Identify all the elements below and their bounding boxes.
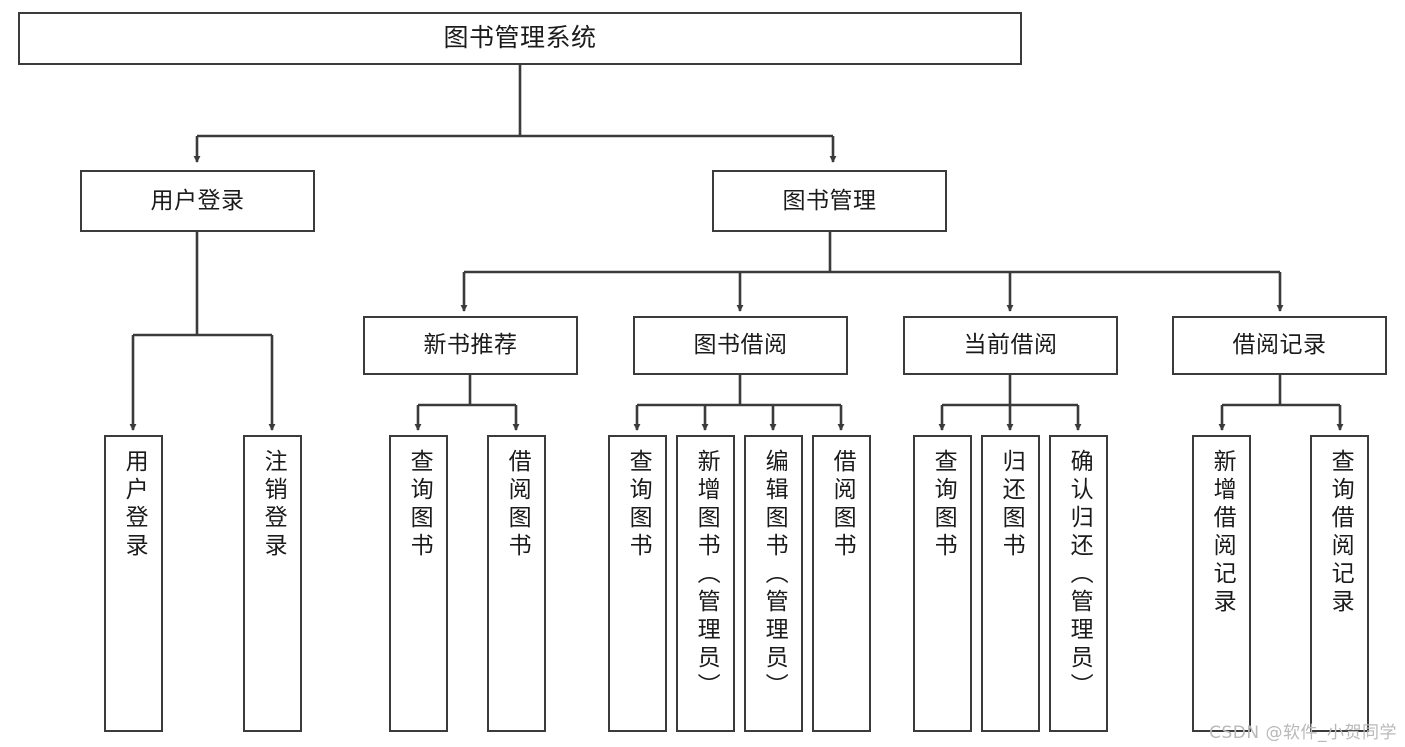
- node-label: 注销登录: [260, 449, 287, 561]
- node-book-borrow[interactable]: 图书借阅: [633, 316, 848, 375]
- leaf-query-book-current[interactable]: 查询图书: [913, 435, 972, 732]
- leaf-borrow-book-recommend[interactable]: 借阅图书: [487, 435, 546, 732]
- leaf-edit-book-admin[interactable]: 编辑图书（管理员）: [744, 435, 803, 732]
- leaf-add-borrow-record[interactable]: 新增借阅记录: [1192, 435, 1251, 732]
- node-label: 查询图书: [930, 449, 957, 561]
- leaf-logout[interactable]: 注销登录: [243, 435, 302, 732]
- node-label: 图书管理系统: [443, 23, 597, 53]
- node-current-borrow[interactable]: 当前借阅: [903, 316, 1118, 375]
- node-label: 借阅图书: [504, 449, 531, 561]
- node-label: 借阅图书: [829, 449, 856, 561]
- node-label: 查询图书: [406, 449, 433, 561]
- node-label: 图书借阅: [693, 332, 788, 359]
- node-label: 用户登录: [150, 187, 245, 214]
- node-user-login[interactable]: 用户登录: [80, 170, 315, 232]
- node-label: 当前借阅: [963, 332, 1058, 359]
- leaf-borrow-book[interactable]: 借阅图书: [812, 435, 871, 732]
- node-new-book-recommend[interactable]: 新书推荐: [363, 316, 578, 375]
- node-label: 查询借阅记录: [1327, 449, 1354, 617]
- node-label: 新增图书（管理员）: [693, 449, 720, 701]
- leaf-user-login[interactable]: 用户登录: [104, 435, 163, 732]
- leaf-add-book-admin[interactable]: 新增图书（管理员）: [676, 435, 735, 732]
- csdn-watermark: CSDN @软件_小贺同学: [1209, 723, 1397, 743]
- node-label: 查询图书: [625, 449, 652, 561]
- leaf-query-book-borrow[interactable]: 查询图书: [608, 435, 667, 732]
- node-label: 借阅记录: [1232, 332, 1327, 359]
- node-label: 新书推荐: [423, 332, 518, 359]
- node-label: 新增借阅记录: [1209, 449, 1236, 617]
- leaf-confirm-return-admin[interactable]: 确认归还（管理员）: [1049, 435, 1108, 732]
- leaf-query-borrow-record[interactable]: 查询借阅记录: [1310, 435, 1369, 732]
- node-label: 编辑图书（管理员）: [761, 449, 788, 701]
- node-book-management[interactable]: 图书管理: [712, 170, 947, 232]
- node-label: 归还图书: [998, 449, 1025, 561]
- leaf-return-book[interactable]: 归还图书: [981, 435, 1040, 732]
- leaf-query-book-recommend[interactable]: 查询图书: [389, 435, 448, 732]
- node-label: 图书管理: [782, 187, 877, 214]
- node-borrow-record[interactable]: 借阅记录: [1172, 316, 1387, 375]
- node-label: 确认归还（管理员）: [1066, 449, 1093, 701]
- node-root-system[interactable]: 图书管理系统: [18, 12, 1022, 65]
- node-label: 用户登录: [121, 449, 148, 561]
